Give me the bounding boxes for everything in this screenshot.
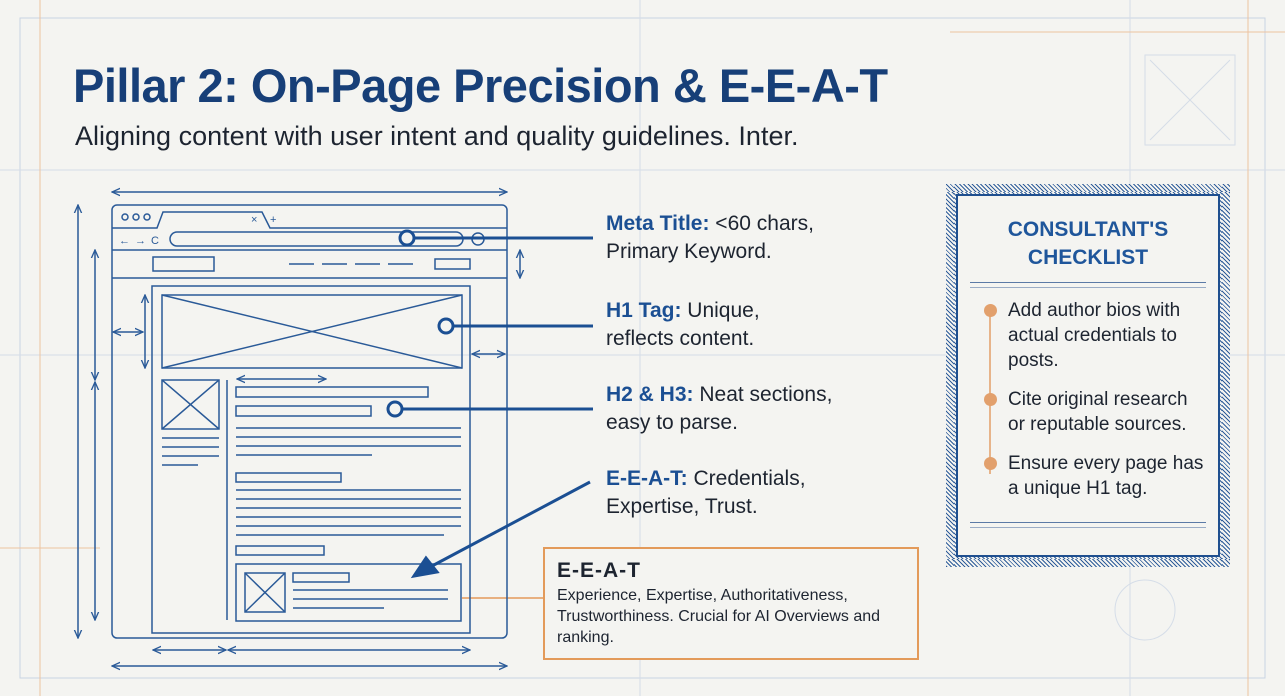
callout-text: Primary Keyword. [606,240,772,263]
checklist-title-line: CHECKLIST [1027,246,1149,269]
checklist-item: Cite original research or reputable sour… [972,387,1208,437]
callout-text: Neat sections, [693,383,833,406]
checklist-item-text: Add author bios with actual credentials … [1008,300,1181,371]
checklist-title-line: CONSULTANT'S [1007,218,1169,241]
callout-label: Meta Title: [606,212,710,235]
consultant-checklist: CONSULTANT'S CHECKLIST Add author bios wi… [946,184,1230,567]
callout-meta-title: Meta Title: <60 chars, Primary Keyword. [606,210,814,266]
callout-label: H2 & H3: [606,383,694,406]
callout-eeat: E-E-A-T: Credentials, Expertise, Trust. [606,465,806,521]
reload-icon: C [151,235,159,247]
browser-tab-text: × + ← → C [119,214,276,247]
bullet-dot-icon [984,393,997,406]
back-arrow-icon: ← [119,235,130,247]
callout-h1-tag: H1 Tag: Unique, reflects content. [606,297,760,353]
callout-text: Expertise, Trust. [606,495,758,518]
page-title: Pillar 2: On-Page Precision & E-E-A-T [73,59,888,112]
eeat-body: Experience, Expertise, Authoritativeness… [557,587,881,646]
page-subtitle: Aligning content with user intent and qu… [75,121,799,151]
tab-close-icon: × [251,214,257,226]
callout-connectors [386,229,593,579]
forward-arrow-icon: → [135,235,146,247]
tab-new-icon: + [270,214,276,226]
callout-text: reflects content. [606,327,755,350]
callout-label: E-E-A-T: [606,467,688,490]
browser-wireframe [78,192,520,666]
checklist-item: Ensure every page has a unique H1 tag. [972,451,1208,501]
eeat-definition-box: E-E-A-T Experience, Expertise, Authorita… [543,547,919,660]
bullet-dot-icon [984,304,997,317]
callout-text: Unique, [681,299,760,322]
eeat-heading: E-E-A-T [557,559,641,582]
callout-label: H1 Tag: [606,299,682,322]
checklist-item-text: Cite original research or reputable sour… [1008,389,1188,435]
divider [970,282,1206,288]
callout-text: <60 chars, [709,212,814,235]
callout-text: easy to parse. [606,411,738,434]
checklist-item-text: Ensure every page has a unique H1 tag. [1008,453,1204,499]
checklist-title: CONSULTANT'S CHECKLIST [958,216,1218,272]
checklist-item: Add author bios with actual credentials … [972,298,1208,373]
bullet-dot-icon [984,457,997,470]
callout-h2-h3: H2 & H3: Neat sections, easy to parse. [606,381,832,437]
divider [970,522,1206,528]
callout-text: Credentials, [687,467,806,490]
